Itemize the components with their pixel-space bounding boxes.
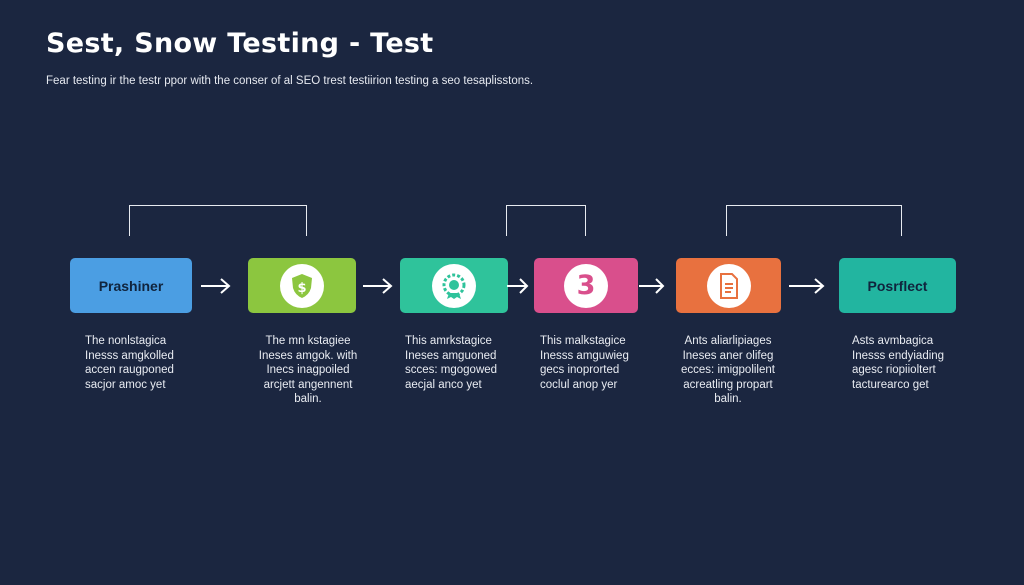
step-number: 3	[576, 270, 596, 301]
description-line: Inecs inagpoiled	[266, 364, 350, 376]
arrow-right-icon	[201, 278, 231, 294]
description-line: aecjal anco yet	[405, 378, 482, 391]
description-line: The nonlstagica	[85, 335, 167, 347]
step-box-prashiner[interactable]: Prashiner	[70, 258, 192, 313]
number-icon: 3	[564, 263, 608, 308]
step-description: Asts avmbagica Inesss endyiading agesc r…	[852, 334, 982, 392]
step-box-three[interactable]: 3	[534, 258, 638, 313]
description-line: scces: mgogowed	[405, 364, 498, 376]
step-box-posrflect[interactable]: Posrflect	[839, 258, 956, 313]
document-icon	[706, 263, 751, 308]
step-label: Prashiner	[98, 277, 164, 294]
connector-bracket	[506, 205, 586, 236]
description-line: arcjett angennent	[263, 378, 353, 391]
step-description: The nonlstagica Inesss amgkolled accen r…	[85, 334, 215, 392]
description-line: tacturearco get	[852, 378, 929, 391]
description-line: Inesss endyiading	[852, 349, 945, 362]
description-line: Ineses amguoned	[405, 349, 497, 362]
step-label: Posrflect	[867, 277, 928, 294]
arrow-right-icon	[639, 278, 665, 294]
step-box-document[interactable]	[676, 258, 781, 313]
description-line: acreatling propart	[683, 378, 773, 391]
step-description: This malkstagice Inesss amguwieg gecs in…	[540, 334, 670, 392]
arrow-right-icon	[363, 278, 393, 294]
description-line: Asts avmbagica	[852, 335, 934, 347]
step-box-badge[interactable]	[400, 258, 508, 313]
badge-icon	[432, 263, 476, 308]
description-line: accen raugponed	[85, 364, 174, 376]
step-description: The mn kstagiee Ineses amgok. with Inecs…	[258, 334, 358, 407]
description-line: This amrkstagice	[405, 335, 492, 347]
description-line: balin.	[294, 393, 322, 405]
description-line: Ants aliarlipiages	[684, 335, 772, 347]
description-line: Inesss amguwieg	[540, 349, 629, 362]
page-subtitle: Fear testing ir the testr ppor with the …	[46, 75, 534, 87]
description-line: agesc riopiioltert	[852, 364, 936, 376]
description-line: The mn kstagiee	[265, 335, 351, 347]
connector-bracket	[129, 205, 307, 236]
description-line: balin.	[714, 393, 742, 405]
description-line: Inesss amgkolled	[85, 349, 174, 362]
dollar-shield-icon: $	[280, 263, 324, 308]
description-line: gecs inoprorted	[540, 364, 620, 376]
step-description: Ants aliarlipiages Ineses aner olifeg ec…	[673, 334, 783, 407]
page-title: Sest, Snow Testing - Test	[46, 28, 434, 59]
description-line: Ineses aner olifeg	[682, 349, 774, 362]
step-box-finance[interactable]: $	[248, 258, 356, 313]
arrow-right-icon	[507, 278, 529, 294]
svg-text:$: $	[297, 281, 306, 296]
step-description: This amrkstagice Ineses amguoned scces: …	[405, 334, 535, 392]
connector-bracket	[726, 205, 902, 236]
description-line: coclul anop yer	[540, 378, 618, 391]
description-line: sacjor amoc yet	[85, 378, 166, 391]
arrow-right-icon	[789, 278, 825, 294]
description-line: ecces: imigpolilent	[681, 364, 775, 376]
description-line: Ineses amgok. with	[258, 349, 358, 362]
description-line: This malkstagice	[540, 335, 626, 347]
